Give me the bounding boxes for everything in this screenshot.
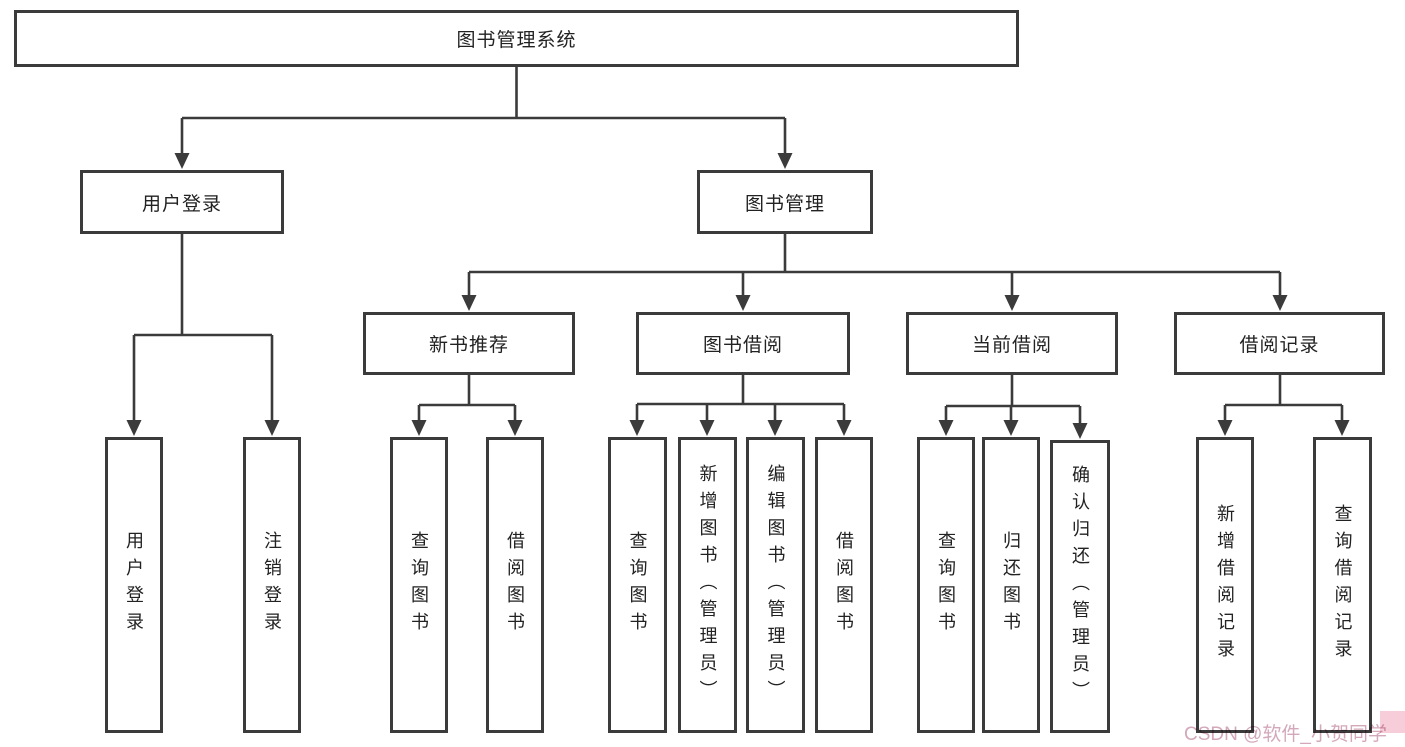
node-user-login-label: 用户登录 xyxy=(141,193,222,215)
leaf-return-books-label: 归还图书 xyxy=(1001,531,1021,639)
node-book-management: 图书管理 xyxy=(697,170,873,234)
leaf-borrow-query-books-label: 查询图书 xyxy=(627,531,648,639)
leaf-query-borrow-record-label: 查询借阅记录 xyxy=(1332,504,1353,666)
node-new-book-recommend: 新书推荐 xyxy=(363,312,575,375)
corner-accent xyxy=(1380,711,1405,733)
leaf-edit-book-admin-label: 编辑图书（管理员） xyxy=(765,463,786,707)
node-current-borrow-label: 当前借阅 xyxy=(971,335,1052,356)
node-user-login: 用户登录 xyxy=(80,170,284,234)
leaf-borrow-books-label: 借阅图书 xyxy=(834,531,854,639)
node-book-management-label: 图书管理 xyxy=(744,193,825,215)
leaf-borrow-query-books: 查询图书 xyxy=(608,437,667,733)
leaf-add-borrow-record-label: 新增借阅记录 xyxy=(1215,504,1235,666)
leaf-user-login: 用户登录 xyxy=(105,437,163,733)
leaf-recommend-query-books: 查询图书 xyxy=(390,437,448,733)
node-borrow-records-label: 借阅记录 xyxy=(1239,335,1320,356)
leaf-edit-book-admin: 编辑图书（管理员） xyxy=(746,437,805,733)
node-root: 图书管理系统 xyxy=(14,10,1019,67)
node-root-label: 图书管理系统 xyxy=(456,30,577,51)
leaf-recommend-query-books-label: 查询图书 xyxy=(409,531,429,639)
leaf-add-borrow-record: 新增借阅记录 xyxy=(1196,437,1254,733)
leaf-return-books: 归还图书 xyxy=(982,437,1040,733)
leaf-current-query-books: 查询图书 xyxy=(917,437,975,733)
node-new-book-recommend-label: 新书推荐 xyxy=(428,335,509,356)
watermark: CSDN @软件_小贺同学 xyxy=(1184,724,1387,745)
leaf-user-login-label: 用户登录 xyxy=(124,531,144,639)
leaf-borrow-books: 借阅图书 xyxy=(815,437,873,733)
leaf-add-book-admin-label: 新增图书（管理员） xyxy=(697,463,718,707)
leaf-confirm-return-admin-label: 确认归还（管理员） xyxy=(1070,465,1090,708)
leaf-logout: 注销登录 xyxy=(243,437,301,733)
leaf-query-borrow-record: 查询借阅记录 xyxy=(1313,437,1372,733)
node-book-borrow-label: 图书借阅 xyxy=(702,335,783,356)
leaf-current-query-books-label: 查询图书 xyxy=(936,531,956,639)
leaf-logout-label: 注销登录 xyxy=(262,531,282,639)
leaf-recommend-borrow-books: 借阅图书 xyxy=(486,437,544,733)
leaf-confirm-return-admin: 确认归还（管理员） xyxy=(1050,440,1110,733)
leaf-recommend-borrow-books-label: 借阅图书 xyxy=(505,531,525,639)
node-borrow-records: 借阅记录 xyxy=(1174,312,1385,375)
leaf-add-book-admin: 新增图书（管理员） xyxy=(678,437,737,733)
node-book-borrow: 图书借阅 xyxy=(636,312,850,375)
node-current-borrow: 当前借阅 xyxy=(906,312,1118,375)
